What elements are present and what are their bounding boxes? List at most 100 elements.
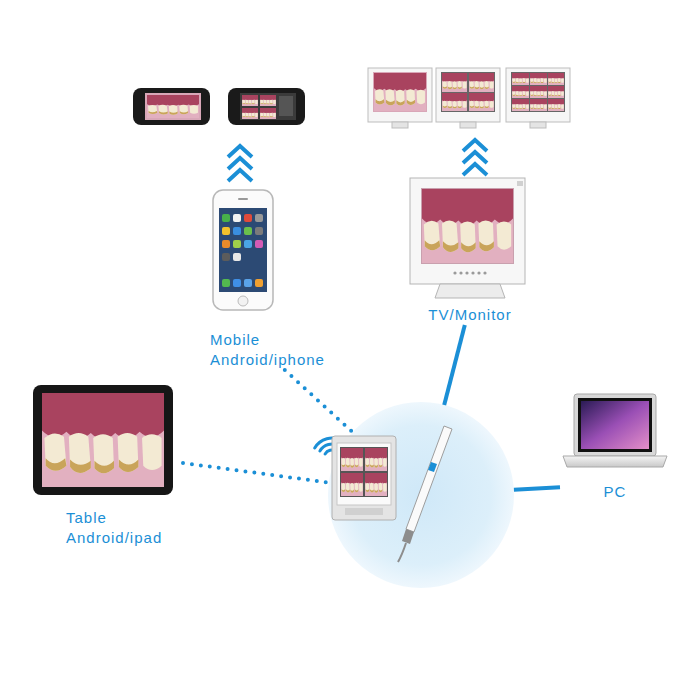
illustration-part <box>219 208 267 292</box>
illustration-part <box>392 122 408 128</box>
illustration-part <box>222 240 230 248</box>
illustration-part <box>442 93 467 111</box>
illustration-part <box>548 99 564 111</box>
illustration-part <box>233 214 241 222</box>
illustration-part <box>233 279 241 287</box>
illustration-part <box>255 227 263 235</box>
illustration-part <box>365 473 387 496</box>
device-label: Table Android/ipad <box>66 508 183 548</box>
illustration-part <box>244 227 252 235</box>
illustration-part <box>469 93 494 111</box>
chevron-arrows <box>228 140 487 181</box>
illustration-part <box>530 122 546 128</box>
device-node: Mobile Android/iphone <box>205 185 345 370</box>
illustration-part <box>402 529 414 544</box>
illustration-part <box>244 214 252 222</box>
illustration-part <box>222 214 263 287</box>
illustration-part <box>233 227 241 235</box>
illustration-part <box>428 462 437 472</box>
illustration-part <box>435 284 505 298</box>
illustration-part <box>279 96 293 116</box>
smartphone <box>213 190 273 310</box>
illustration-part <box>368 68 432 122</box>
illustration-part <box>442 73 467 92</box>
illustration-part <box>233 240 241 248</box>
illustration-part <box>242 108 258 119</box>
illustration-part <box>530 99 547 111</box>
monitor-views <box>368 68 570 128</box>
device-label: PC <box>560 482 670 502</box>
illustration-part <box>578 398 652 452</box>
cable-link <box>514 487 560 490</box>
illustration-part <box>469 73 494 92</box>
illustration-part <box>147 95 199 118</box>
illustration-part <box>517 181 523 186</box>
illustration-part <box>222 279 230 287</box>
illustration-part <box>260 95 276 106</box>
illustration-part <box>574 394 656 456</box>
illustration-part <box>222 227 230 235</box>
illustration-part <box>422 189 513 263</box>
illustration-part <box>145 93 201 120</box>
illustration-part <box>260 108 276 119</box>
illustration-part <box>512 99 529 111</box>
wireless-link <box>183 463 329 483</box>
illustration-part <box>238 198 248 200</box>
illustration-part <box>238 296 248 306</box>
illustration-part <box>255 214 263 222</box>
illustration-part <box>255 240 263 248</box>
tablet <box>33 385 173 495</box>
monitor <box>410 178 525 298</box>
illustration-part <box>506 68 570 122</box>
illustration-part <box>398 543 406 562</box>
illustration-part <box>222 253 230 261</box>
illustration-part <box>374 73 426 111</box>
illustration-part <box>465 271 468 274</box>
illustration-part <box>512 86 529 98</box>
illustration-part <box>373 72 427 112</box>
illustration-part <box>42 393 164 487</box>
illustration-part <box>459 271 462 274</box>
illustration-part <box>341 448 363 471</box>
illustration-part <box>511 72 565 112</box>
illustration-part <box>244 240 252 248</box>
illustration-part <box>341 473 363 496</box>
cable-link <box>444 325 465 405</box>
illustration-part <box>332 436 396 520</box>
illustration-part <box>548 73 564 85</box>
illustration-part <box>213 190 273 310</box>
illustration-part <box>512 73 529 85</box>
illustration-part <box>345 508 383 515</box>
illustration-part <box>337 443 391 505</box>
device-node: PC <box>560 388 670 502</box>
illustration-part <box>133 88 210 125</box>
illustration-part <box>441 72 495 112</box>
camera-hub <box>315 402 514 588</box>
device-node: Table Android/ipad <box>28 378 183 548</box>
illustration-part <box>255 279 263 287</box>
illustration-part <box>244 279 252 287</box>
illustration-part <box>463 164 487 175</box>
illustration-part <box>42 393 164 487</box>
illustration-part <box>530 73 547 85</box>
illustration-part <box>581 401 649 449</box>
illustration-part <box>33 385 173 495</box>
illustration-part <box>228 88 305 125</box>
illustration-part <box>242 95 258 106</box>
device-label: TV/Monitor <box>405 305 535 325</box>
illustration-part <box>240 93 296 120</box>
illustration-part <box>477 271 480 274</box>
illustration-part <box>530 86 547 98</box>
illustration-part <box>460 122 476 128</box>
illustration-part <box>340 447 388 497</box>
device-label: Mobile Android/iphone <box>210 330 345 370</box>
device-node: TV/Monitor <box>405 175 535 325</box>
illustration-part <box>453 271 456 274</box>
phone-screens <box>133 88 305 125</box>
illustration-part <box>233 253 241 261</box>
laptop <box>563 394 667 467</box>
illustration-part <box>563 456 667 467</box>
